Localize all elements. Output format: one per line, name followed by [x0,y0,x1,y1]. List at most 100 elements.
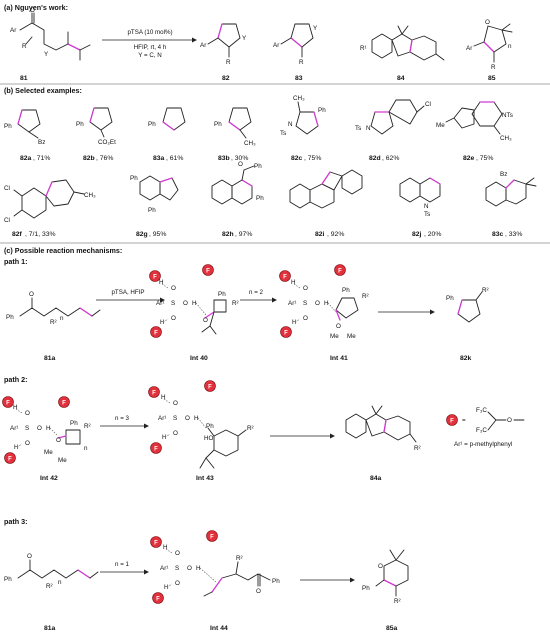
example-83b-yield: , 30% [231,155,248,162]
example-82d-label: 82d [369,155,381,162]
atom-co2et: CO₂Et [98,139,116,146]
atom-ar: Ar [466,45,472,52]
int-43-structure: Ar¹ S O O O H H H HO Ph R² [158,394,254,469]
atom-r2: R² [232,300,239,307]
atom-ar: Ar [273,42,279,49]
example-82c-label: 82c [291,155,303,162]
example-82f-label: 82f [12,231,23,238]
example-82e-yield: , 75% [476,155,493,162]
atom-ts: Ts [424,211,430,218]
atom-r2: R² [236,555,243,562]
atom-r2: R² [50,319,57,326]
atom-o: O [37,425,42,432]
path-1-label: path 1: [4,257,28,266]
example-82j-yield: , 20% [424,231,441,238]
compound-84-label: 84 [397,75,405,82]
example-82c-structure: N Ts Ph CH₃ [280,95,326,137]
compound-82-structure: Ar Y R [200,23,247,66]
atom-h: H [161,394,166,401]
atom-o: O [25,410,30,417]
atom-ph: Ph [206,423,214,430]
atom-ph: Ph [130,175,138,182]
example-82j-label: 82j [412,231,422,238]
atom-r: R [299,59,304,66]
reagent-ptsa-hfip: pTSA, HFIP [111,289,144,296]
atom-ar1: Ar¹ [10,425,18,432]
fluoro-label: F [283,274,287,280]
example-82i-yield: , 92% [327,231,344,238]
int-40-structure: Ar¹ S O O O H H H O Ph R² [156,279,239,335]
compound-85a-label: 85a [386,625,398,632]
atom-cl: Cl [425,101,431,108]
fluoro-group-icon [202,264,214,276]
atom-h: H [14,444,19,451]
atom-o: O [175,580,180,587]
atom-h: H [164,584,169,591]
example-82e-label: 82e [463,155,475,162]
example-83a-structure: Ph [148,107,186,131]
example-82d-yield: , 62% [382,155,399,162]
int-41-label: Int 41 [330,355,348,362]
atom-f3c: F₃C [476,427,487,434]
example-82i-structure [289,169,363,209]
atom-n: n [60,315,64,322]
atom-ar1: Ar¹ [160,565,168,572]
atom-o: O [507,417,512,424]
example-83b-structure: Ph CH₃ [214,107,256,147]
atom-r: R [491,64,496,71]
atom-n: n [84,445,88,452]
atom-s: S [25,425,29,432]
atom-h: H [160,319,165,326]
fluoro-label: F [338,268,342,274]
atom-r2: R² [394,598,401,605]
atom-o: O [185,415,190,422]
example-82g-label: 82g [136,231,148,238]
example-83a-label: 83a [153,155,165,162]
atom-n: n [58,579,62,586]
int-41-structure: Ar¹ S O O O H H H O Ph R² Me Me [288,279,369,340]
fluoro-group-icon [152,592,164,604]
path-3-label: path 3: [4,517,28,526]
atom-o: O [27,553,32,560]
int-42-label: Int 42 [40,475,58,482]
example-82f-structure: Cl Cl CH₃ [4,179,96,224]
fluoro-group-icon [148,386,160,398]
fluoro-label: F [8,456,12,462]
fluoro-label: F [284,330,288,336]
fluoro-group-icon [58,396,70,408]
atom-n: N [424,203,429,210]
atom-o: O [29,291,34,298]
atom-nts: NTs [502,112,513,119]
atom-ph: Ph [214,121,222,128]
fluoro-label: F [156,596,160,602]
condition-solvent: HFIP, rt, 4 h [134,44,167,51]
fluoro-group-icon [334,264,346,276]
example-82a-structure: Ph Bz [4,109,45,146]
fluoro-group-icon [149,270,161,282]
section-a-title: (a) Nguyen's work: [4,3,68,12]
atom-ph: Ph [4,576,12,583]
example-82b-label: 82b [83,155,95,162]
fluoro-group-icon [150,326,162,338]
compound-84-structure: R¹ [360,25,445,61]
atom-o: O [173,400,178,407]
atom-h: H [159,279,164,286]
atom-bz: Bz [38,139,45,146]
atom-o: O [171,285,176,292]
example-83c-yield: , 33% [505,231,522,238]
atom-ph: Ph [70,420,78,427]
atom-me: Me [58,457,67,464]
atom-o: O [203,317,208,324]
atom-r2: R² [482,287,489,294]
compound-82k-structure: Ph R² [446,287,489,323]
atom-ar1: Ar¹ [156,300,164,307]
atom-o: O [171,315,176,322]
fluoro-group-icon [150,442,162,454]
atom-ph: Ph [446,295,454,302]
int-44-structure: Ar¹ S O O O H H H R² O Ph [160,544,280,597]
compound-81a-label: 81a [44,355,56,362]
atom-r2: R² [362,293,369,300]
atom-ph: Ph [272,578,280,585]
example-82d-structure: Cl Ts N [355,99,431,135]
